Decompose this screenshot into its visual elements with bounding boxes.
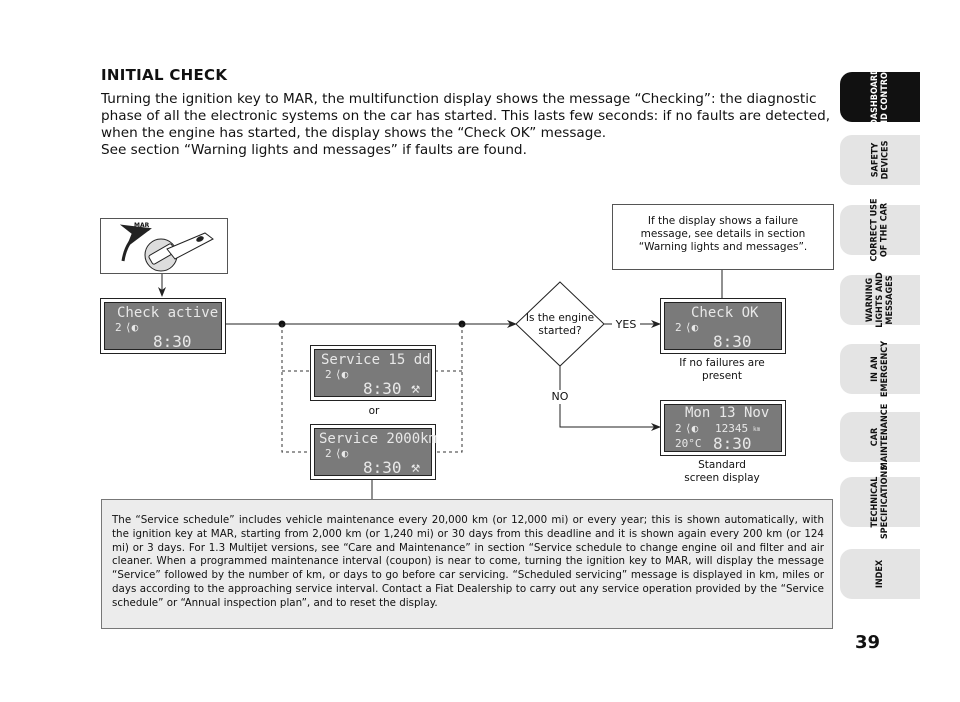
display-service-km: Service 2000km 2 ⟨◐ 8:30 ⚒ bbox=[310, 424, 438, 480]
display-time: 8:30 bbox=[713, 332, 752, 351]
display-time: 8:30 bbox=[153, 332, 192, 351]
tab-dashboard-and-controls[interactable]: DASHBOARD AND CONTROLS bbox=[840, 61, 920, 133]
display-message: Service 2000km bbox=[319, 431, 438, 447]
tab-in-an-emergency[interactable]: IN AN EMERGENCY bbox=[840, 341, 920, 397]
display-gear: 2 bbox=[675, 422, 682, 435]
tab-index[interactable]: INDEX bbox=[840, 549, 920, 599]
display-time: 8:30 bbox=[363, 379, 402, 398]
failure-message-note: If the display shows a failure message, … bbox=[612, 204, 834, 270]
decision-question: Is the engine started? bbox=[525, 312, 595, 337]
intro-paragraph-faults: See section “Warning lights and messages… bbox=[101, 142, 527, 158]
tab-correct-use[interactable]: CORRECT USE OF THE CAR bbox=[840, 198, 920, 262]
section-heading: INITIAL CHECK bbox=[101, 66, 228, 84]
display-check-active: Check active 2 ⟨◐ 8:30 bbox=[100, 298, 226, 354]
intro-paragraph: Turning the ignition key to MAR, the mul… bbox=[101, 91, 831, 141]
key-position-label: MAR bbox=[134, 222, 150, 229]
display-screen bbox=[315, 350, 431, 396]
intro-text: Turning the ignition key to MAR, the mul… bbox=[101, 91, 836, 159]
wrench-icon: ⚒ bbox=[411, 458, 421, 476]
display-gear: 2 bbox=[325, 368, 332, 381]
yes-label: YES bbox=[615, 318, 637, 331]
display-message: Check active bbox=[117, 305, 219, 321]
display-standard: Mon 13 Nov 2 ⟨◐ 12345 km 20°C 8:30 bbox=[660, 400, 786, 456]
light-icon: ⟨◐ bbox=[685, 321, 699, 334]
no-label: NO bbox=[551, 390, 569, 403]
display-service-days: Service 15 dd 2 ⟨◐ 8:30 ⚒ bbox=[310, 345, 436, 401]
display-message: Check OK bbox=[691, 305, 759, 321]
page-number: 39 bbox=[855, 632, 881, 653]
ignition-key-icon bbox=[119, 224, 214, 272]
display-check-ok: Check OK 2 ⟨◐ 8:30 bbox=[660, 298, 786, 354]
tab-warning-lights[interactable]: WARNING LIGHTS AND MESSAGES bbox=[840, 272, 920, 328]
failure-note-text: If the display shows a failure message, … bbox=[638, 215, 808, 253]
tab-safety-devices[interactable]: SAFETY DEVICES bbox=[840, 135, 920, 185]
display-gear: 2 bbox=[115, 321, 122, 334]
light-icon: ⟨◐ bbox=[685, 422, 699, 435]
display-temperature: 20°C bbox=[675, 437, 702, 450]
ignition-key-illustration: MAR bbox=[100, 218, 228, 274]
display-screen bbox=[105, 303, 221, 349]
display-message: Service 15 dd bbox=[321, 352, 431, 368]
tab-technical-specifications[interactable]: TECHNICAL SPECIFICATIONS bbox=[840, 465, 920, 539]
display-gear: 2 bbox=[325, 447, 332, 460]
light-icon: ⟨◐ bbox=[335, 368, 349, 381]
display-time: 8:30 bbox=[363, 458, 402, 477]
display-screen bbox=[665, 303, 781, 349]
light-icon: ⟨◐ bbox=[335, 447, 349, 460]
no-failures-caption: If no failures are present bbox=[679, 357, 765, 382]
display-odometer-unit: km bbox=[753, 426, 761, 433]
or-label: or bbox=[368, 405, 380, 417]
display-gear: 2 bbox=[675, 321, 682, 334]
wrench-icon: ⚒ bbox=[411, 379, 421, 397]
display-screen bbox=[315, 429, 431, 475]
display-odometer: 12345 bbox=[715, 422, 749, 435]
tab-car-maintenance[interactable]: CAR MAINTENANCE bbox=[840, 404, 920, 470]
display-date: Mon 13 Nov bbox=[685, 405, 770, 421]
display-screen bbox=[665, 405, 781, 451]
standard-display-caption: Standard screen display bbox=[684, 459, 760, 484]
display-time: 8:30 bbox=[713, 434, 752, 453]
light-icon: ⟨◐ bbox=[125, 321, 139, 334]
service-schedule-note: The “Service schedule” includes vehicle … bbox=[101, 499, 833, 629]
